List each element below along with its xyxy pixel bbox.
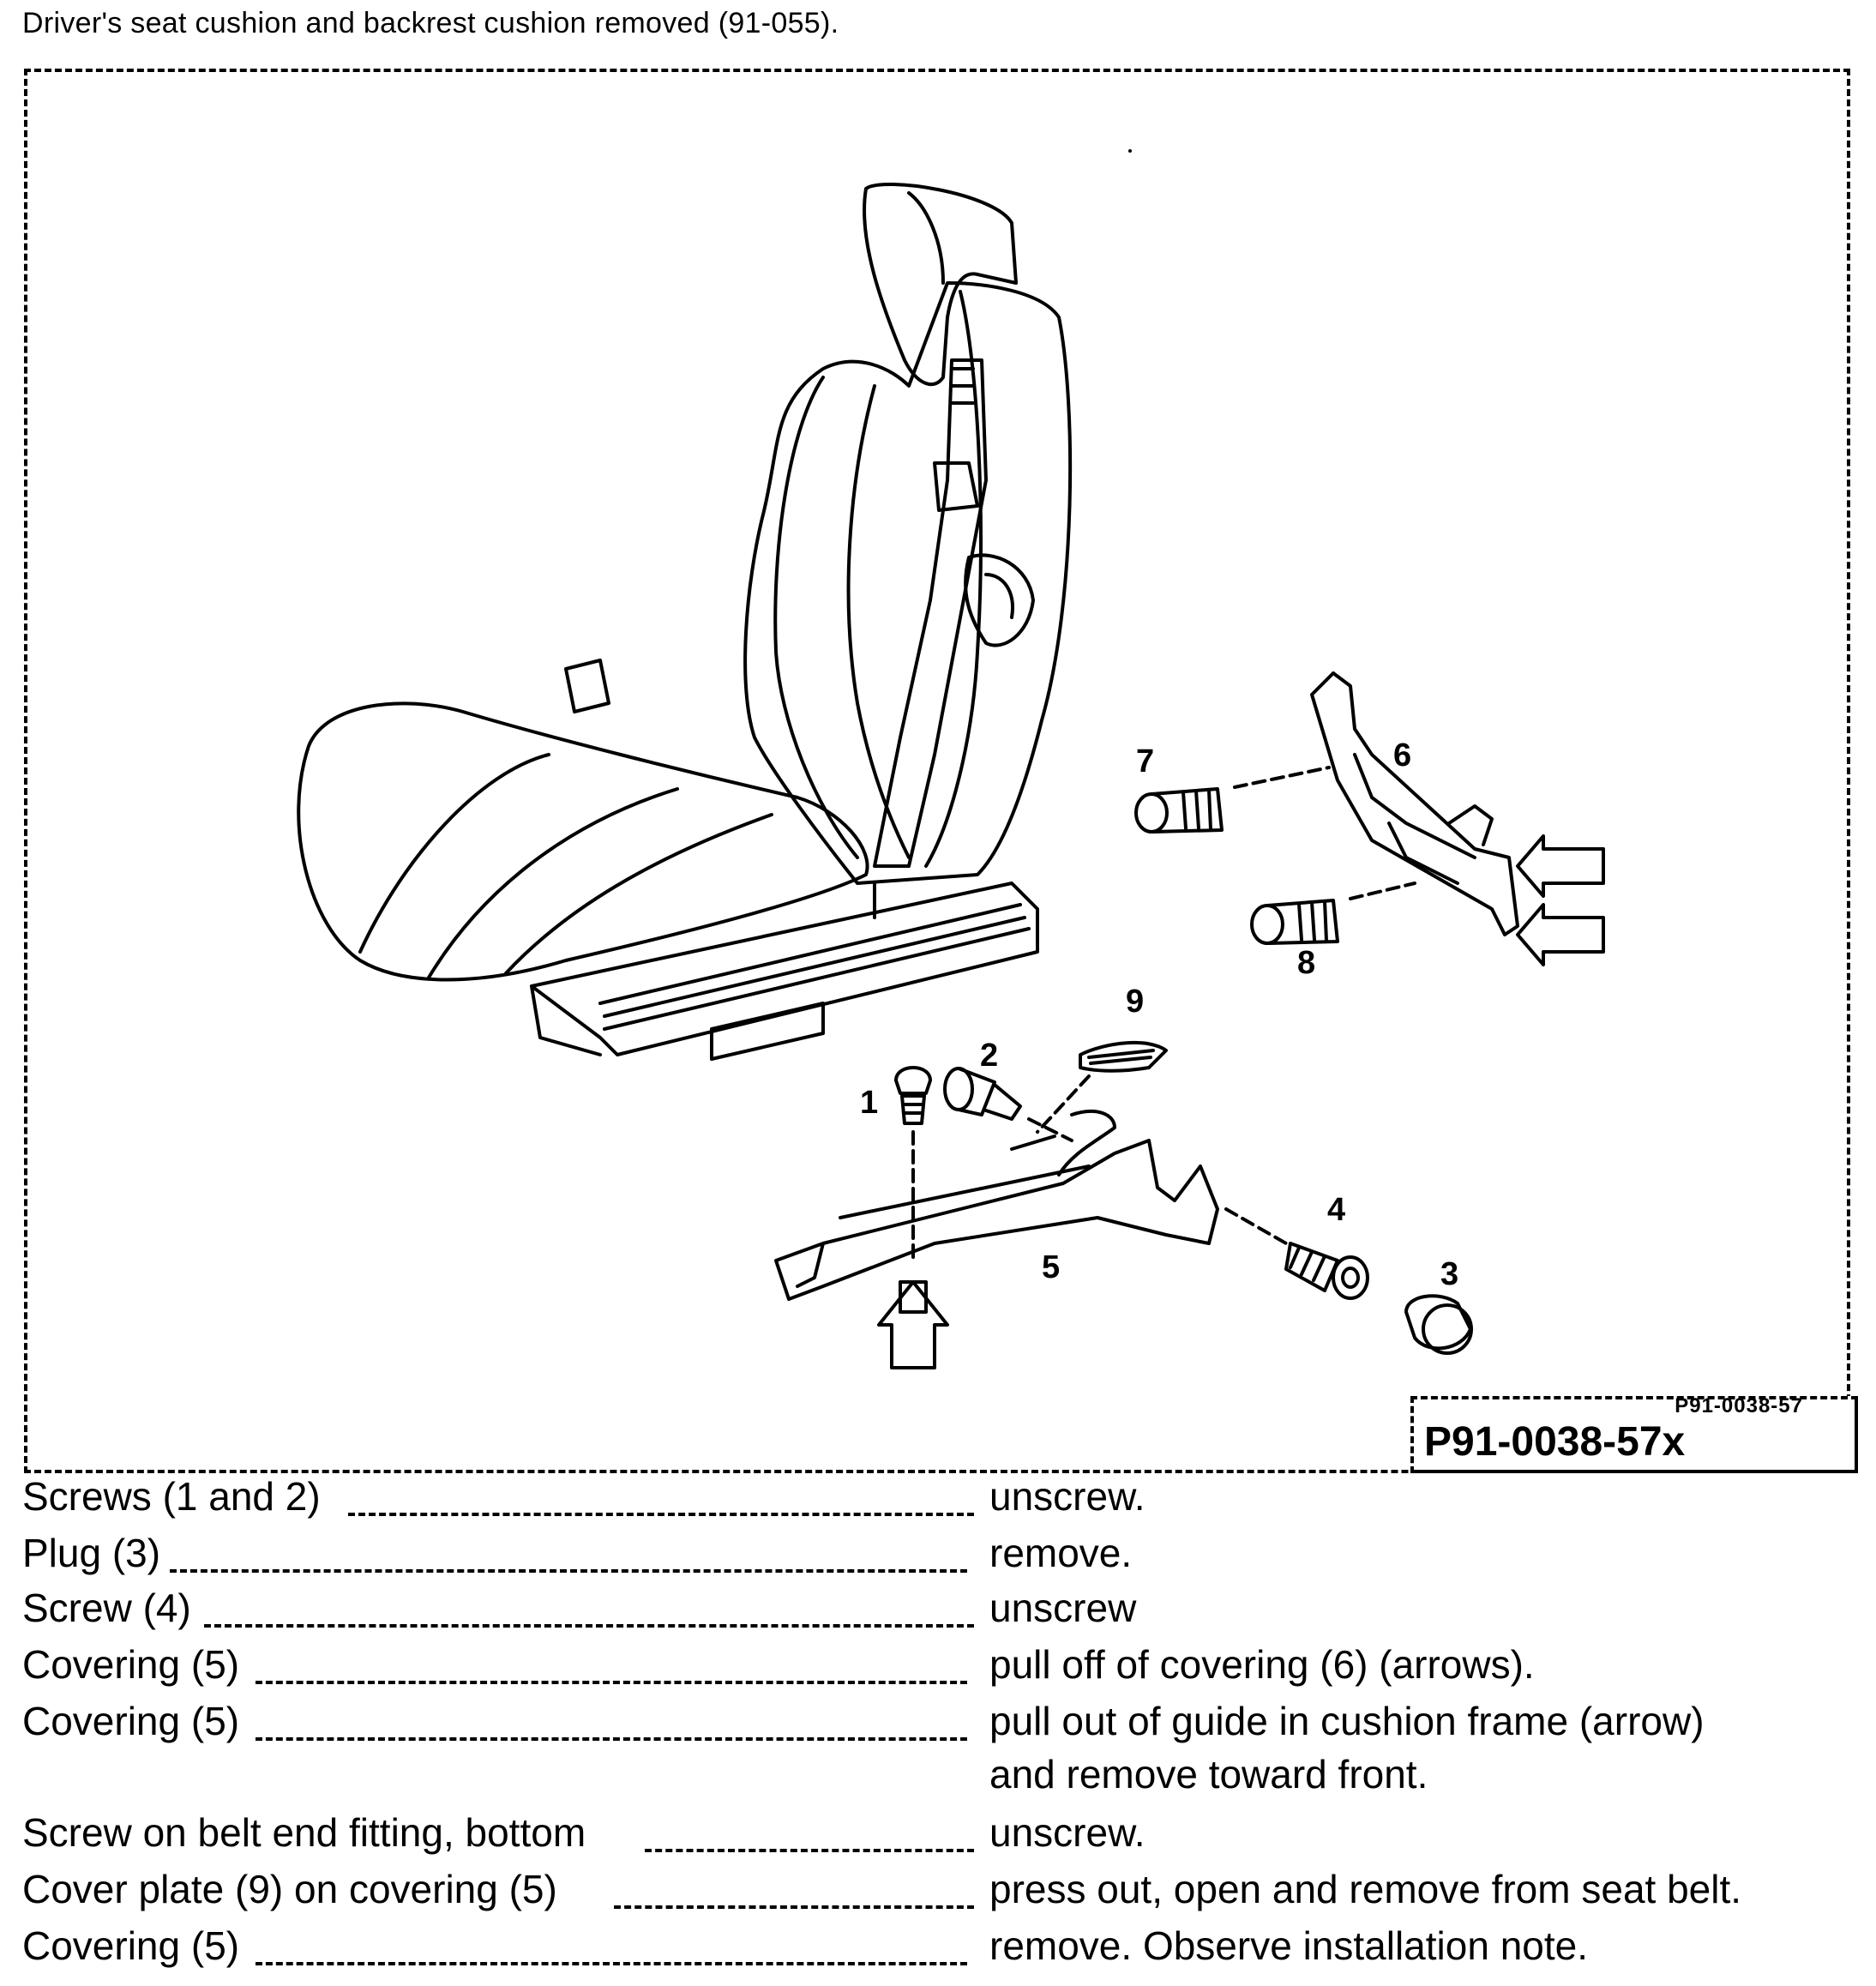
step-part: Screw on belt end fitting, bottom	[22, 1809, 586, 1856]
callout-5: 5	[1042, 1249, 1060, 1285]
leader-line	[348, 1513, 974, 1516]
seat-rail	[530, 882, 1039, 1061]
step-action-continued: and remove toward front.	[989, 1752, 1428, 1796]
step-row: Covering (5) pull out of guide in cushio…	[22, 1698, 1866, 1809]
stray-dot	[1128, 149, 1132, 153]
step-part: Covering (5)	[22, 1641, 240, 1688]
covering-6-bracket	[1310, 671, 1605, 966]
step-row: Covering (5) pull off of covering (6) (a…	[22, 1641, 1866, 1698]
header-note: Driver's seat cushion and backrest cushi…	[22, 7, 839, 39]
step-row: Cover plate (9) on covering (5) press ou…	[22, 1866, 1866, 1923]
leader-line	[204, 1624, 974, 1628]
callout-7: 7	[1136, 743, 1154, 779]
leader-line	[256, 1962, 967, 1965]
leader-line	[256, 1737, 967, 1741]
screw-2	[943, 1067, 1073, 1142]
screw-1	[894, 1066, 932, 1262]
figure-code-small: P91-0038-57	[1675, 1394, 1803, 1417]
step-part: Covering (5)	[22, 1923, 240, 1969]
backrest	[743, 281, 1073, 885]
step-action: unscrew	[989, 1586, 1137, 1630]
step-row: Screws (1 and 2) unscrew.	[22, 1473, 1866, 1530]
callout-9: 9	[1126, 984, 1144, 1020]
callout-8: 8	[1297, 945, 1315, 981]
step-part: Cover plate (9) on covering (5)	[22, 1866, 557, 1912]
step-part: Screws (1 and 2)	[22, 1473, 321, 1520]
headrest	[863, 183, 1018, 387]
step-part: Covering (5)	[22, 1698, 240, 1744]
leader-line	[614, 1905, 974, 1909]
step-action: remove. Observe installation note.	[989, 1923, 1589, 1968]
seat-cushion	[297, 659, 869, 982]
step-action: unscrew.	[989, 1474, 1145, 1519]
callout-2: 2	[980, 1038, 998, 1074]
figure-code-box: P91-0038-57 P91-0038-57x	[1410, 1394, 1858, 1473]
figure-code: P91-0038-57x	[1424, 1419, 1686, 1465]
callout-1: 1	[860, 1085, 878, 1121]
leader-line	[645, 1849, 974, 1852]
leader-line	[256, 1681, 967, 1684]
screw-8	[1250, 882, 1416, 945]
step-row: Screw on belt end fitting, bottom unscre…	[22, 1809, 1866, 1866]
callout-3: 3	[1440, 1256, 1458, 1292]
step-action: pull out of guide in cushion frame (arro…	[989, 1699, 1705, 1743]
cover-plate-9	[1036, 1041, 1168, 1134]
step-row: Screw (4) unscrew	[22, 1585, 1866, 1641]
step-action: pull off of covering (6) (arrows).	[989, 1642, 1535, 1687]
screw-7	[1134, 766, 1331, 834]
seat-exploded-view-illustration: 7 6 8 9 2 1 4 5 3	[297, 149, 1605, 1369]
callout-4: 4	[1327, 1192, 1345, 1228]
leader-line	[170, 1569, 967, 1573]
step-action: remove.	[989, 1531, 1133, 1575]
step-part: Plug (3)	[22, 1530, 161, 1576]
step-action: unscrew.	[989, 1810, 1145, 1855]
figure-frame	[24, 69, 1850, 1473]
step-row: Covering (5) remove. Observe installatio…	[22, 1923, 1866, 1979]
step-row: Plug (3) remove.	[22, 1530, 1866, 1586]
plug-3	[1404, 1294, 1473, 1355]
step-part: Screw (4)	[22, 1585, 191, 1631]
step-action: press out, open and remove from seat bel…	[989, 1867, 1742, 1911]
callout-6: 6	[1393, 737, 1411, 773]
screw-4	[1224, 1207, 1369, 1300]
covering-5	[774, 1110, 1219, 1369]
